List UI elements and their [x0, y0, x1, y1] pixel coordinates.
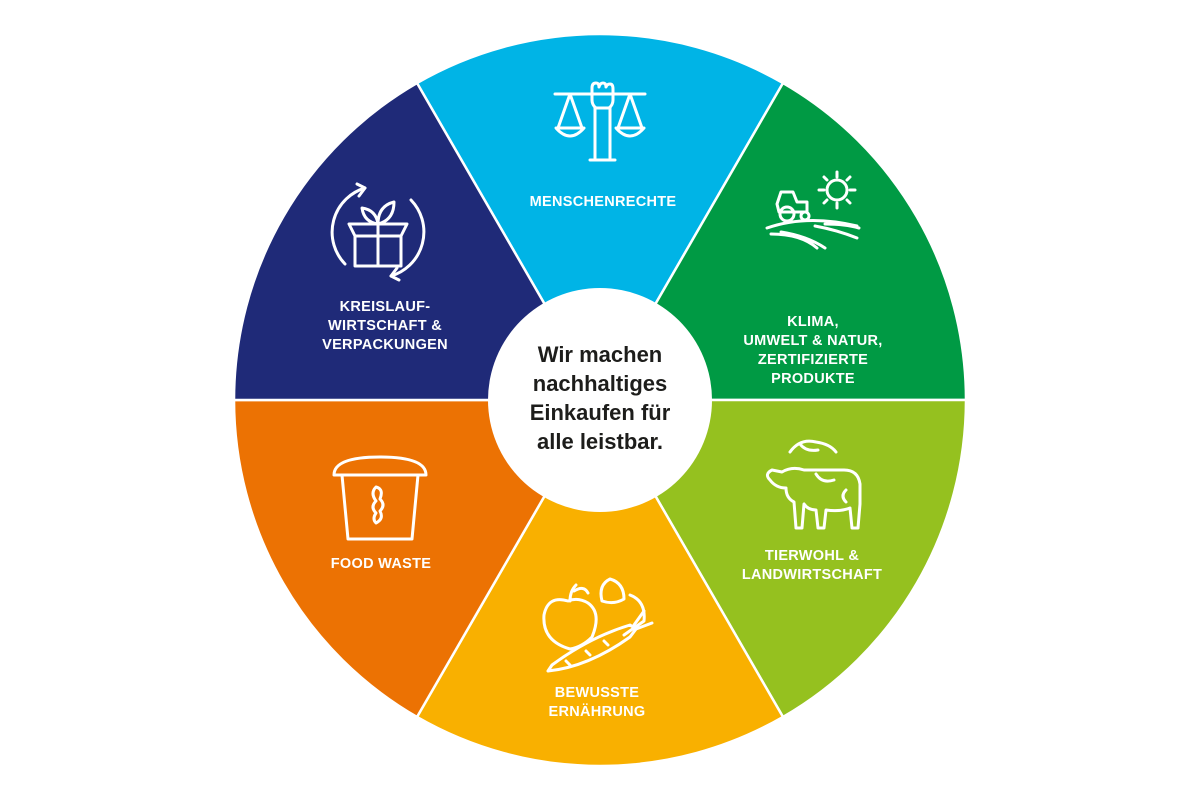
center-circle [488, 288, 712, 512]
segment-label-foodwaste: FOOD WASTE [330, 556, 432, 572]
recycle-box-icon [325, 180, 431, 289]
waste-bin-icon [330, 453, 430, 548]
cow-hand-icon [760, 430, 870, 540]
tractor-field-sun-icon [765, 170, 865, 255]
segment-label-tierwohl: TIERWOHL &LANDWIRTSCHAFT [741, 548, 883, 583]
segment-label-kreislauf: KREISLAUF-WIRTSCHAFT &VERPACKUNGEN [322, 299, 448, 353]
segment-label-menschenrechte: MENSCHENRECHTE [529, 194, 677, 210]
segment-foodwaste [232, 398, 603, 719]
segment-tierwohl [597, 398, 968, 719]
fruit-vegetables-icon [540, 575, 660, 680]
segment-ernaehrung [415, 397, 785, 768]
segment-kreislauf [232, 81, 603, 402]
scales-fist-icon [550, 80, 650, 175]
segment-menschenrechte [415, 32, 785, 403]
segment-klima [597, 81, 968, 402]
